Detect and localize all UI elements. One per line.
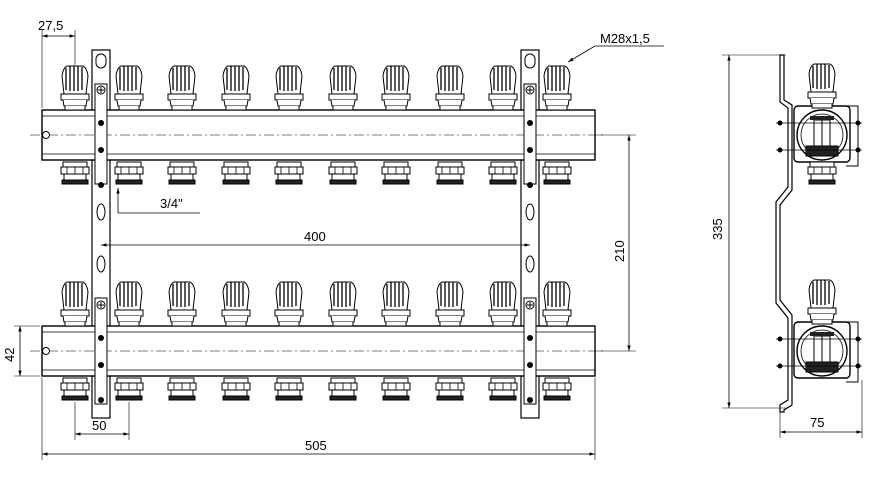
dimension-depth: 75	[779, 380, 863, 438]
outlet-pitch-label: 50	[92, 418, 106, 433]
top-outlets	[60, 161, 572, 185]
top-valve-caps	[60, 65, 572, 111]
dimension-pipe-height: 42	[2, 325, 40, 377]
depth-label: 75	[810, 415, 824, 430]
dimension-collector-spacing: 210	[598, 134, 636, 352]
outlet-thread-label: 3/4"	[160, 196, 183, 211]
length-total-label: 505	[305, 438, 327, 453]
front-view	[30, 49, 605, 419]
dimension-outlet-pitch: 50	[74, 402, 130, 440]
dimension-outlet-thread: 3/4"	[116, 188, 200, 214]
collector-spacing-label: 210	[612, 240, 627, 262]
offset-top-label: 27,5	[38, 18, 63, 33]
side-view	[775, 54, 862, 413]
dimension-thread: M28x1,5	[567, 31, 664, 63]
side-bottom-collector	[776, 279, 862, 383]
thread-label: M28x1,5	[600, 31, 650, 46]
side-top-collector	[776, 63, 862, 185]
bracket-screws	[94, 83, 537, 405]
dimension-bracket-spacing: 400	[101, 229, 530, 247]
dimension-offset-top: 27,5	[38, 18, 76, 108]
dimension-height-total: 335	[710, 54, 786, 409]
top-collector	[30, 109, 605, 161]
bottom-collector	[30, 325, 605, 377]
height-total-label: 335	[710, 218, 725, 240]
bottom-valve-caps	[60, 281, 572, 327]
dimension-length-total: 505	[41, 378, 596, 460]
bracket-spacing-label: 400	[304, 229, 326, 244]
pipe-height-label: 42	[2, 348, 17, 362]
bottom-outlets	[60, 377, 572, 401]
